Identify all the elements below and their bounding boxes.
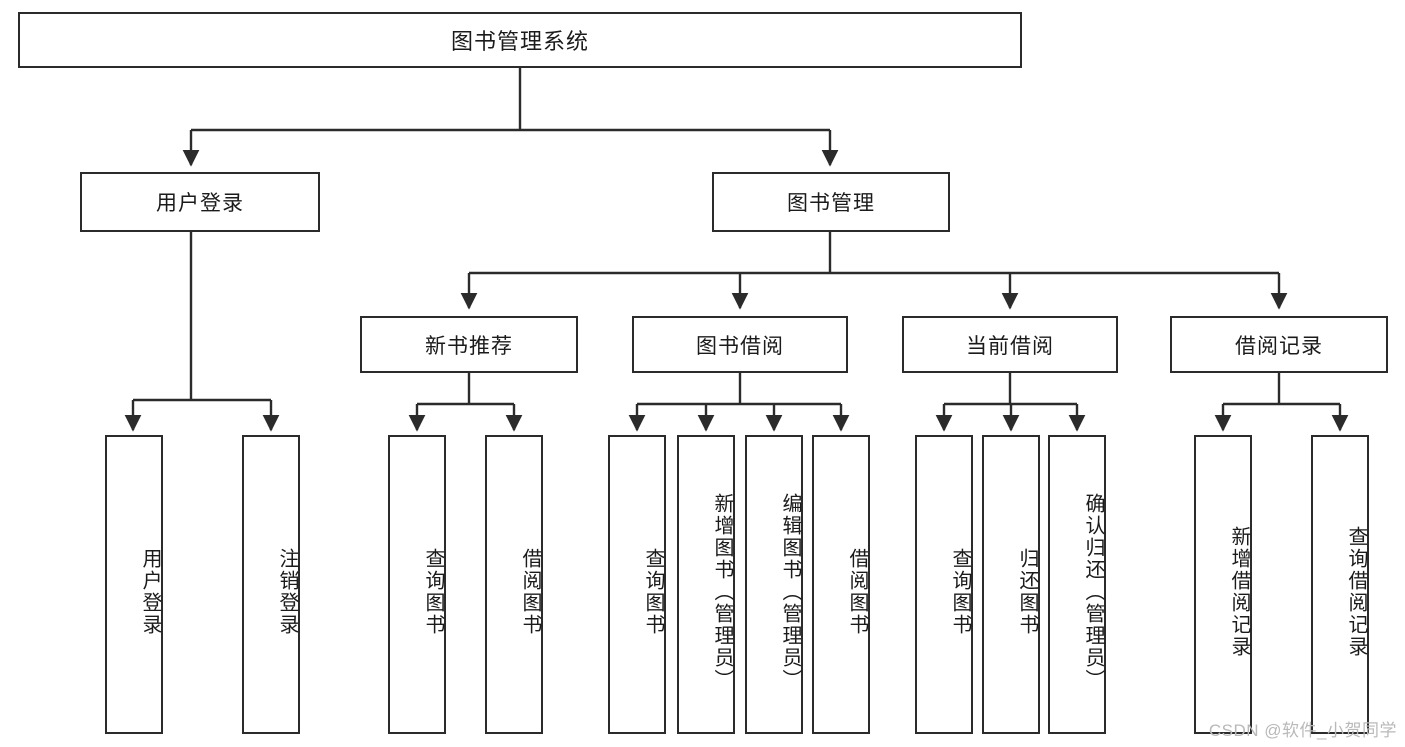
node-current-borrow[interactable]: 当前借阅 [902,316,1118,373]
leaf-user-login-logout[interactable]: 注销登录 [242,435,300,734]
leaf-book-borrow-edit[interactable]: 编辑图书（管理员） [745,435,803,734]
node-book-management[interactable]: 图书管理 [712,172,950,232]
node-label: 查询图书 [642,547,664,636]
node-label: 注销登录 [276,547,298,636]
node-label: 借阅图书 [846,547,868,636]
leaf-book-borrow-lend[interactable]: 借阅图书 [812,435,870,734]
leaf-new-book-borrow[interactable]: 借阅图书 [485,435,543,734]
leaf-user-login-login[interactable]: 用户登录 [105,435,163,734]
node-label: 归还图书 [1016,547,1038,636]
node-label: 查询借阅记录 [1345,525,1367,658]
node-label: 当前借阅 [966,334,1054,358]
node-label: 用户登录 [139,547,161,636]
leaf-book-borrow-query[interactable]: 查询图书 [608,435,666,734]
node-new-book-recommend[interactable]: 新书推荐 [360,316,578,373]
node-user-login[interactable]: 用户登录 [80,172,320,232]
leaf-new-book-query[interactable]: 查询图书 [388,435,446,734]
node-label: 查询图书 [422,547,444,636]
node-label: 新增借阅记录 [1228,525,1250,658]
csdn-watermark: CSDN @软件_小贺同学 [1208,721,1397,740]
node-label: 用户登录 [156,192,244,215]
node-root-system[interactable]: 图书管理系统 [18,12,1022,68]
node-label: 借阅图书 [519,547,541,636]
node-label: 查询图书 [949,547,971,636]
node-label: 编辑图书（管理员） [779,492,801,691]
node-label: 图书管理系统 [450,29,589,54]
node-label: 确认归还（管理员） [1082,492,1104,691]
node-label: 借阅记录 [1235,334,1323,358]
leaf-current-borrow-return[interactable]: 归还图书 [982,435,1040,734]
node-label: 新书推荐 [425,334,513,358]
node-label: 图书管理 [787,192,875,215]
node-label: 新增图书（管理员） [711,492,733,691]
leaf-book-borrow-add[interactable]: 新增图书（管理员） [677,435,735,734]
node-borrow-record[interactable]: 借阅记录 [1170,316,1388,373]
node-book-borrow[interactable]: 图书借阅 [632,316,848,373]
leaf-current-borrow-query[interactable]: 查询图书 [915,435,973,734]
node-label: 图书借阅 [696,334,784,358]
leaf-borrow-record-add[interactable]: 新增借阅记录 [1194,435,1252,734]
leaf-borrow-record-query[interactable]: 查询借阅记录 [1311,435,1369,734]
leaf-current-borrow-confirm[interactable]: 确认归还（管理员） [1048,435,1106,734]
